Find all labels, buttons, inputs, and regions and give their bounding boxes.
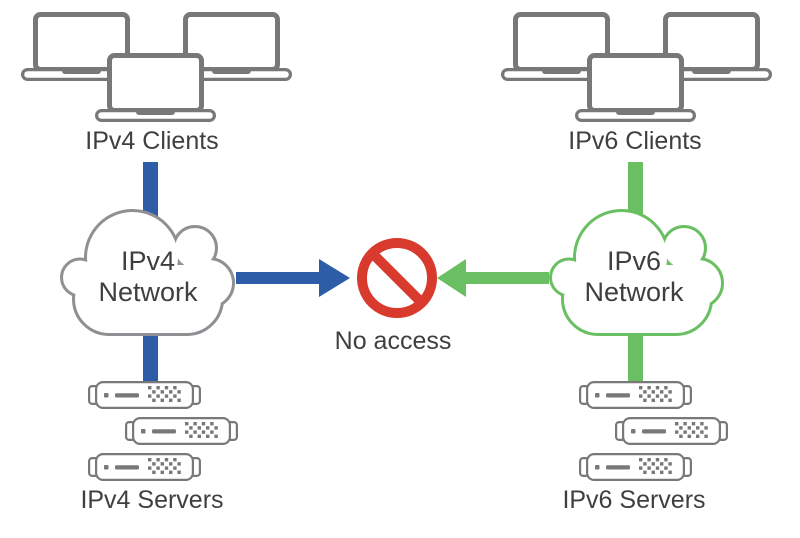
- ipv6-clients-label: IPv6 Clients: [568, 127, 702, 155]
- ipv4-server-icon: [125, 417, 238, 445]
- ipv6-server-icon: [579, 453, 692, 481]
- ipv4-clients-label: IPv4 Clients: [85, 127, 219, 155]
- ipv4-server-icon: [88, 381, 201, 409]
- no-access-label: No access: [334, 327, 452, 355]
- ipv4-laptop-cluster-icon: [17, 12, 297, 124]
- arrow-left-icon: [437, 259, 549, 297]
- arrow-right-icon: [236, 259, 350, 297]
- ipv6-servers-label: IPv6 Servers: [562, 486, 706, 514]
- ipv6-server-icon: [615, 417, 728, 445]
- ipv6-network-label: IPv6 Network: [584, 246, 684, 307]
- ipv4-server-icon: [88, 453, 201, 481]
- ipv6-servers-link: [628, 326, 643, 382]
- ipv6-clients-link: [628, 162, 643, 220]
- no-entry-icon: [357, 238, 437, 318]
- ipv6-laptop-cluster-icon: [497, 12, 777, 124]
- ipv4-network-label: IPv4 Network: [98, 246, 198, 307]
- ipv4-clients-link: [143, 162, 158, 220]
- ipv4-servers-label: IPv4 Servers: [80, 486, 224, 514]
- ipv4-servers-link: [143, 326, 158, 382]
- ipv6-server-icon: [579, 381, 692, 409]
